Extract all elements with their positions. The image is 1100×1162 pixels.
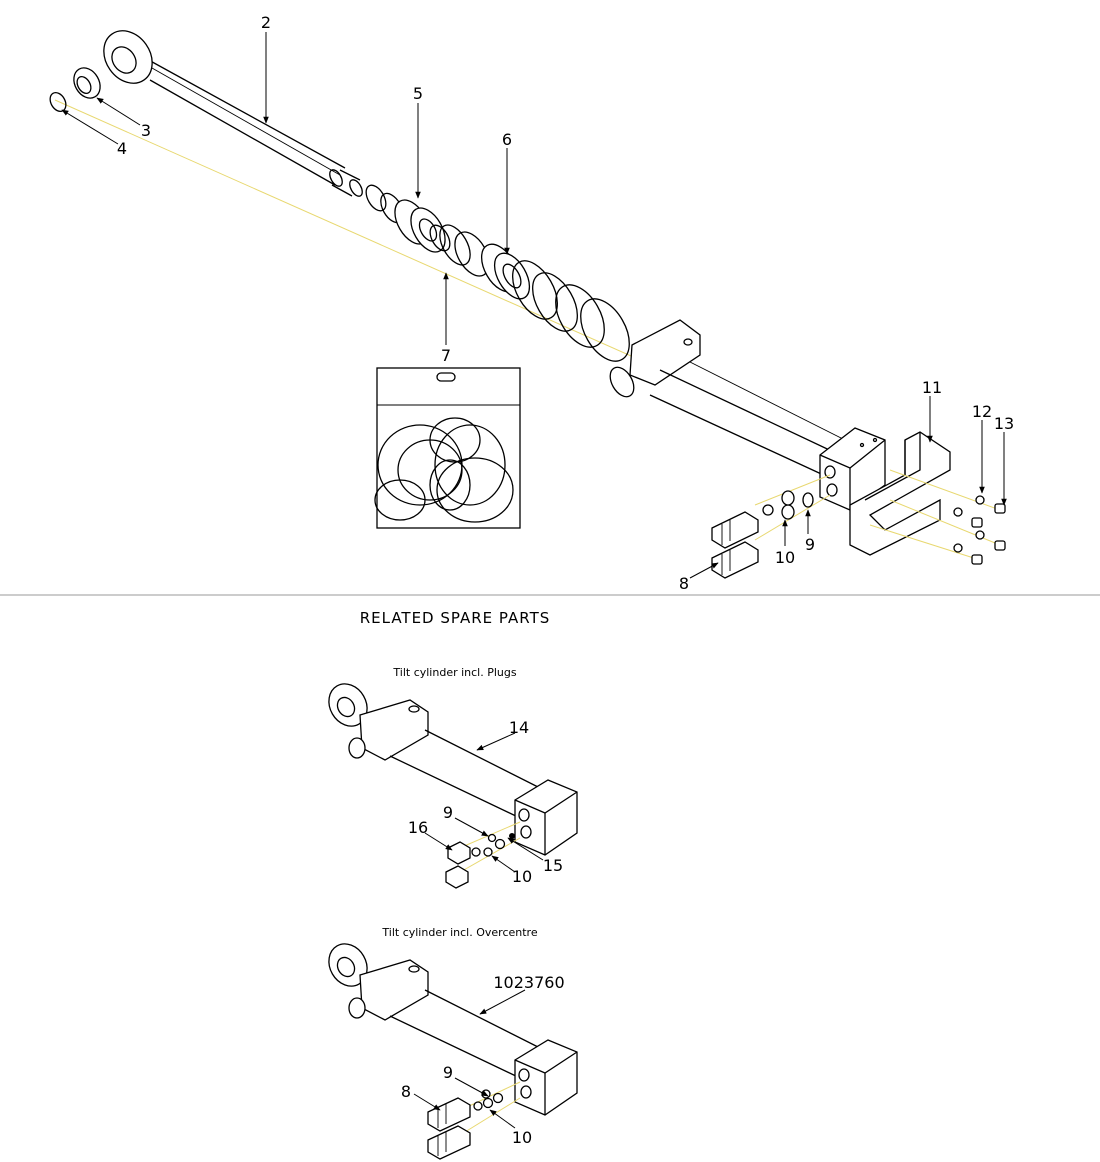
- overcentre-callout-9: 9: [443, 1063, 453, 1082]
- spare-part-plugs: Tilt cylinder incl. Plugs: [328, 666, 578, 889]
- plugs-callout-9: 9: [443, 803, 453, 822]
- overcentre-valves-part-8: [711, 474, 831, 579]
- callout-3: 3: [141, 121, 151, 140]
- callout-4: 4: [117, 139, 127, 158]
- overcentre-title: Tilt cylinder incl. Overcentre: [381, 926, 537, 939]
- plugs-title: Tilt cylinder incl. Plugs: [392, 666, 516, 679]
- callout-1023760: 1023760: [493, 973, 564, 992]
- callout-9: 9: [805, 535, 815, 554]
- callout-15: 15: [543, 856, 563, 875]
- overcentre-cylinder-body: [328, 943, 578, 1116]
- cylinder-tube: [609, 319, 846, 479]
- circlip-part-4: [49, 92, 67, 112]
- plugs-callout-10: 10: [512, 867, 532, 886]
- main-exploded-view: 2 3 4 5 6 7 8 9 10 11 12 13: [49, 13, 1014, 593]
- callout-7: 7: [441, 346, 451, 365]
- valve-block: [819, 427, 886, 511]
- related-spare-parts-heading: RELATED SPARE PARTS: [360, 609, 551, 627]
- callout-5: 5: [413, 84, 423, 103]
- spare-part-overcentre: Tilt cylinder incl. Overcentre: [328, 926, 578, 1160]
- callout-6: 6: [502, 130, 512, 149]
- overcentre-callout-10: 10: [512, 1128, 532, 1147]
- callout-10: 10: [775, 548, 795, 567]
- bracket-part-11: [849, 431, 951, 556]
- plugs-leader-lines: [424, 732, 544, 873]
- callout-12: 12: [972, 402, 992, 421]
- piston-part-5: [394, 199, 451, 253]
- callout-2: 2: [261, 13, 271, 32]
- callout-13: 13: [994, 414, 1014, 433]
- callout-14: 14: [509, 718, 529, 737]
- overcentre-leader-lines: [413, 989, 526, 1129]
- callout-8: 8: [679, 574, 689, 593]
- callout-11: 11: [922, 378, 942, 397]
- main-leader-lines: [61, 32, 1007, 579]
- bolts-parts-12-13: [869, 469, 1006, 565]
- overcentre-valves: [427, 1081, 521, 1160]
- plugs-parts: [445, 821, 521, 889]
- overcentre-callout-8: 8: [401, 1082, 411, 1101]
- seal-rings-group-b: [512, 260, 630, 362]
- piston-rod-part-2: [103, 30, 363, 197]
- seal-kit-bag-part-7: [374, 367, 521, 529]
- plugs-cylinder-body: [328, 683, 578, 856]
- callout-16: 16: [408, 818, 428, 837]
- cylinder-head-part-6: [480, 243, 531, 300]
- bushing-part-3: [73, 67, 101, 99]
